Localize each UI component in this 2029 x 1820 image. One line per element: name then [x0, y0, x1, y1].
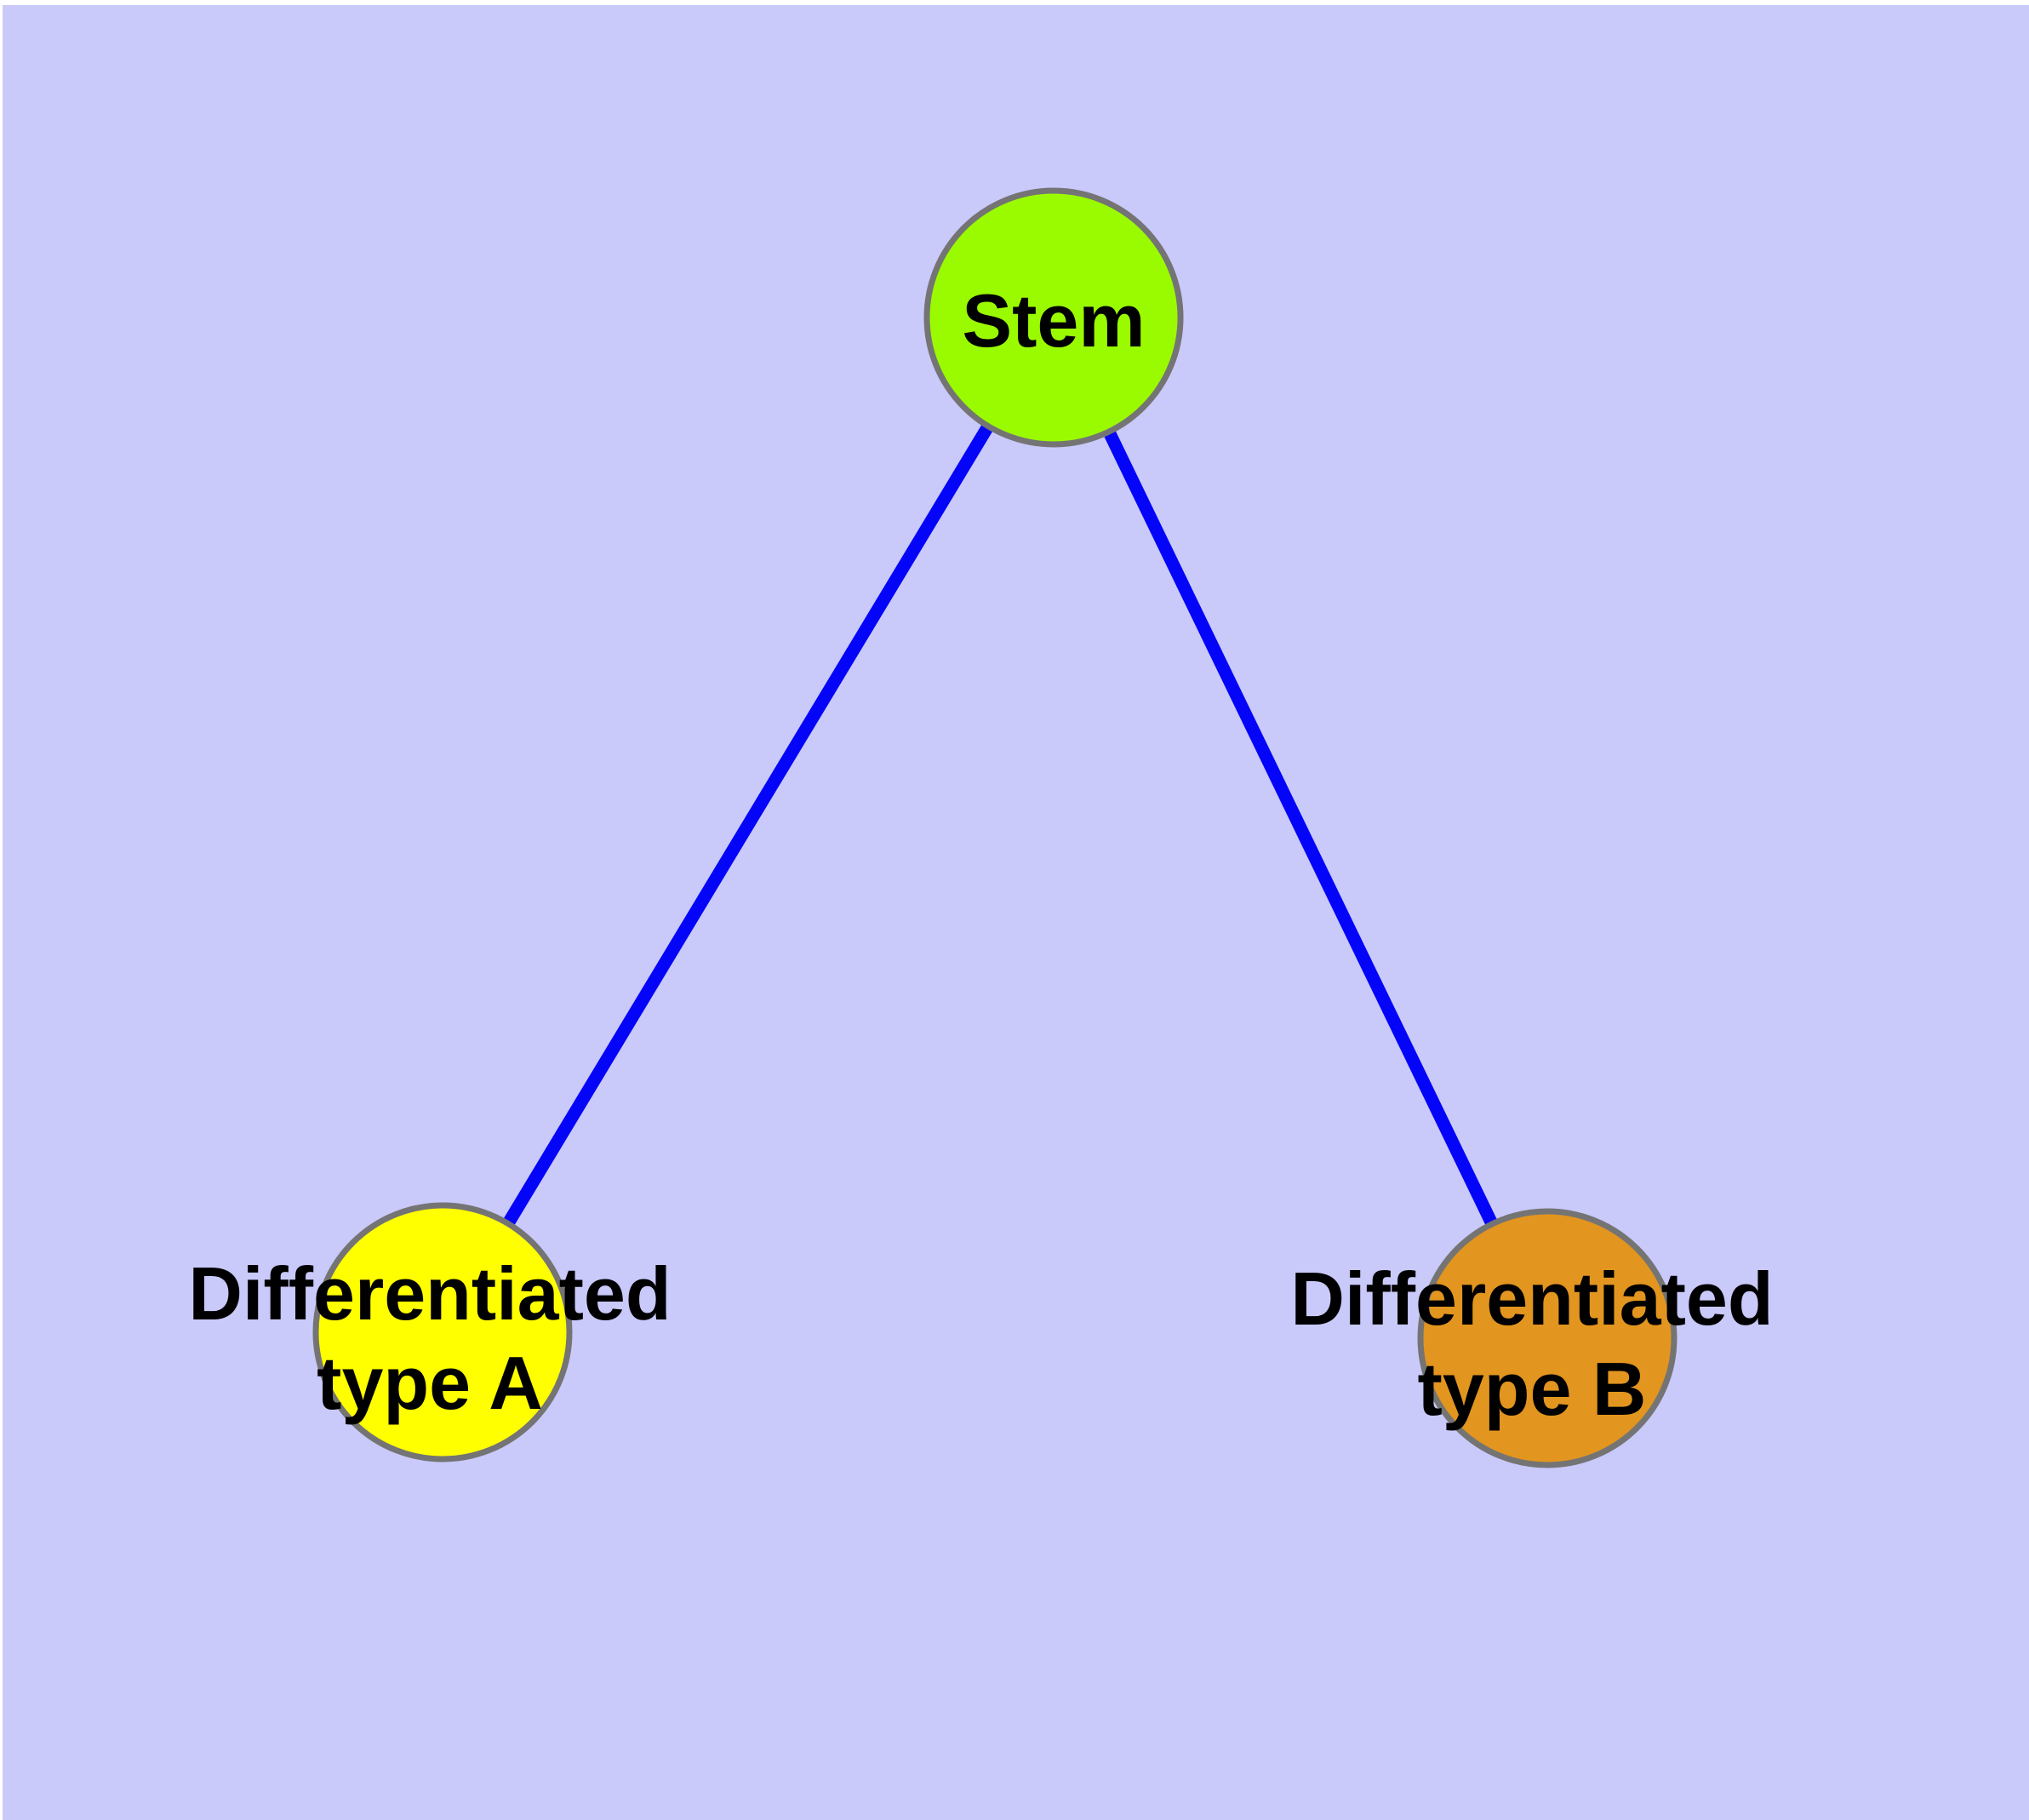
node-type-b-label-line1: Differentiated [1290, 1256, 1773, 1341]
node-type-b-label-line2: type B [1418, 1347, 1647, 1431]
node-stem-label: Stem [962, 278, 1145, 363]
node-type-a-label-line1: Differentiated [188, 1251, 671, 1336]
node-type-a-circle [312, 1202, 573, 1462]
node-stem-circle [923, 187, 1184, 448]
edge-stem-to-type-a [437, 314, 1060, 1336]
node-type-a-label-line2: type A [317, 1341, 543, 1425]
edge-stem-to-type-b [1048, 314, 1553, 1342]
node-type-b-circle [1417, 1208, 1677, 1468]
